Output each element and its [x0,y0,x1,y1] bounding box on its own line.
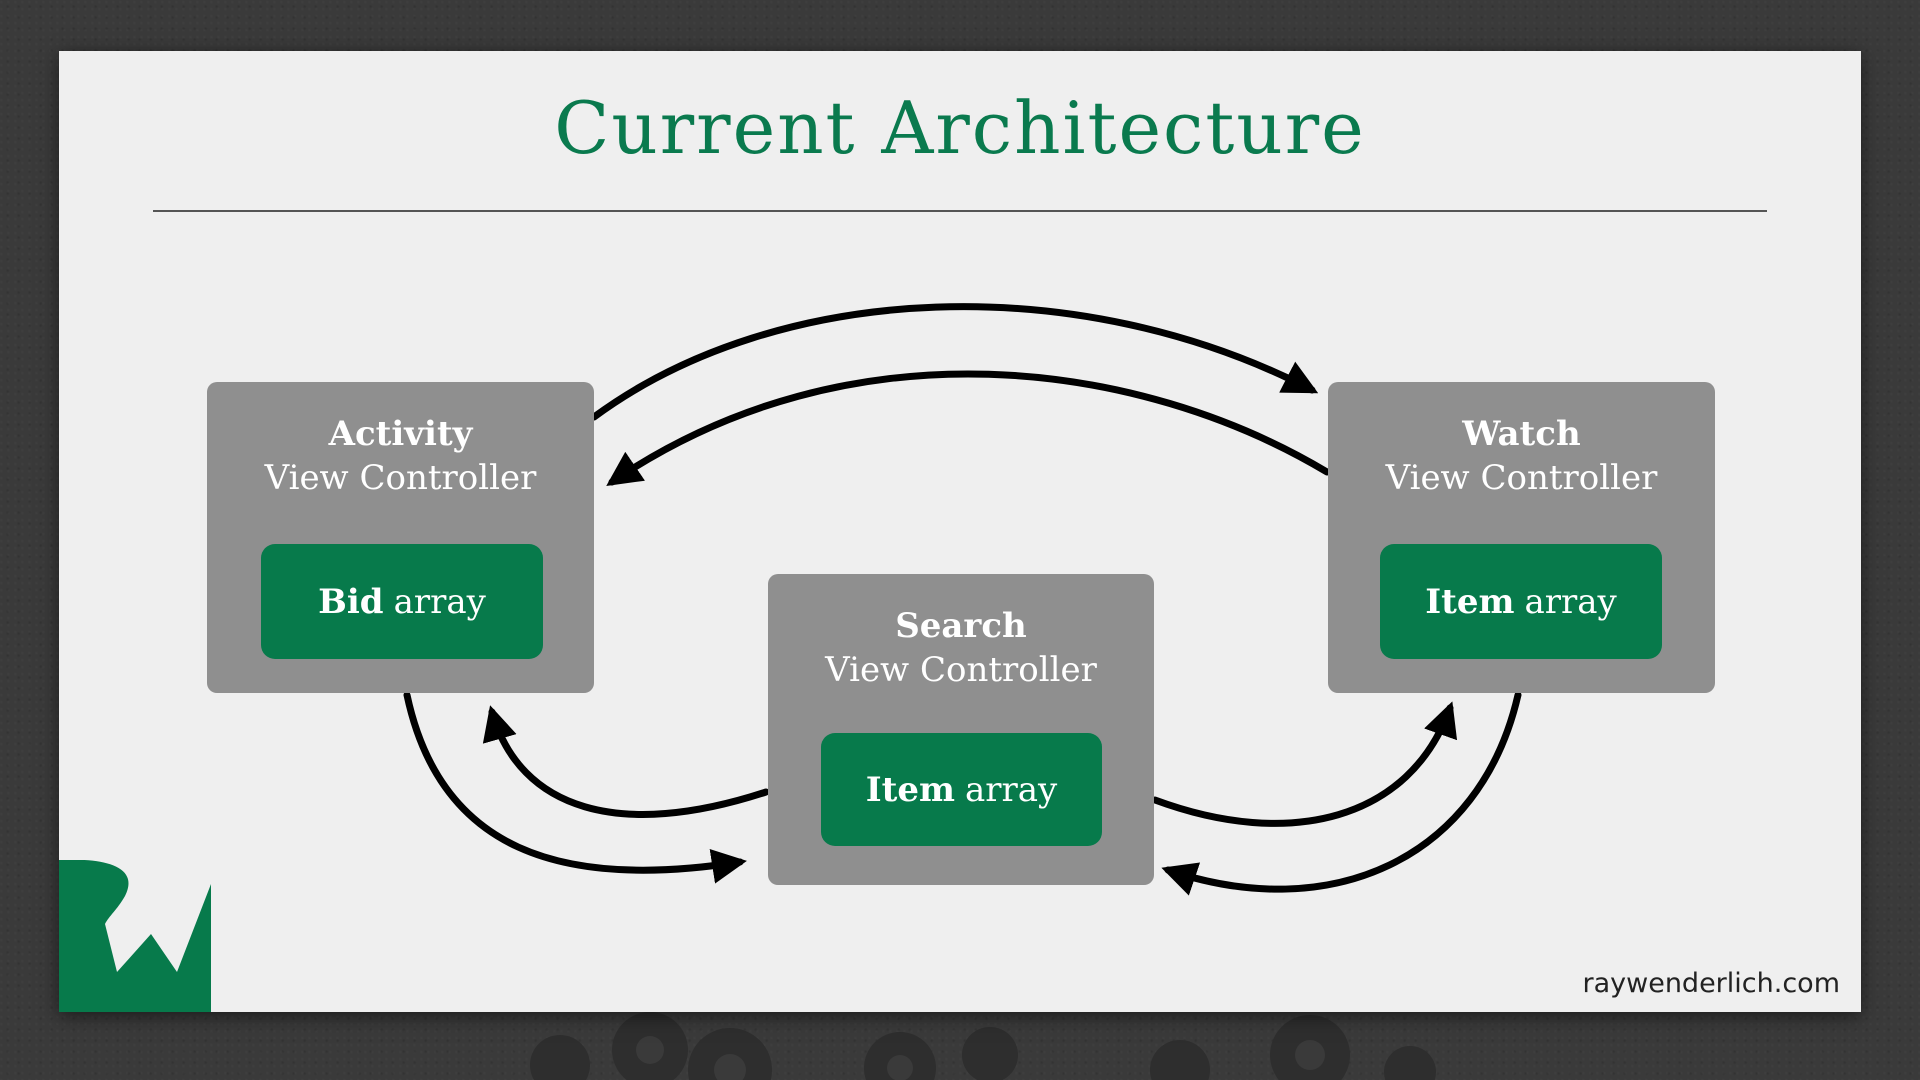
arrow-watch-to-search [1161,691,1522,896]
watch-item-array-store: Item array [1380,544,1662,659]
node-title: Search [895,606,1027,646]
node-subtitle: View Controller [825,650,1097,690]
title-divider [153,210,1767,212]
gear-icon [1384,1046,1436,1080]
arrow-activity-to-watch [590,303,1319,421]
slide-title: Current Architecture [554,86,1366,170]
store-type: Item [1425,581,1515,622]
node-title: Activity [328,414,473,454]
footer-website: raywenderlich.com [1582,968,1841,999]
store-type: Bid [318,581,384,622]
search-item-array-store: Item array [821,733,1102,846]
store-kind: array [964,769,1058,810]
node-title: Watch [1462,414,1581,454]
gear-icon [962,1027,1018,1080]
node-subtitle: View Controller [264,458,537,498]
store-type: Item [865,769,955,810]
gear-icon [530,1035,590,1080]
arrow-activity-to-search [403,691,747,884]
store-kind: array [1524,581,1617,622]
node-subtitle: View Controller [1385,458,1658,498]
raywenderlich-logo [59,860,211,1012]
arrow-search-to-activity [482,705,770,818]
store-kind: array [393,581,486,622]
gear-decoration [530,1012,1436,1080]
gear-icon [1150,1040,1210,1080]
arrow-search-to-watch [1151,701,1458,827]
bid-array-store: Bid array [261,544,543,659]
arrow-watch-to-activity [606,370,1331,486]
